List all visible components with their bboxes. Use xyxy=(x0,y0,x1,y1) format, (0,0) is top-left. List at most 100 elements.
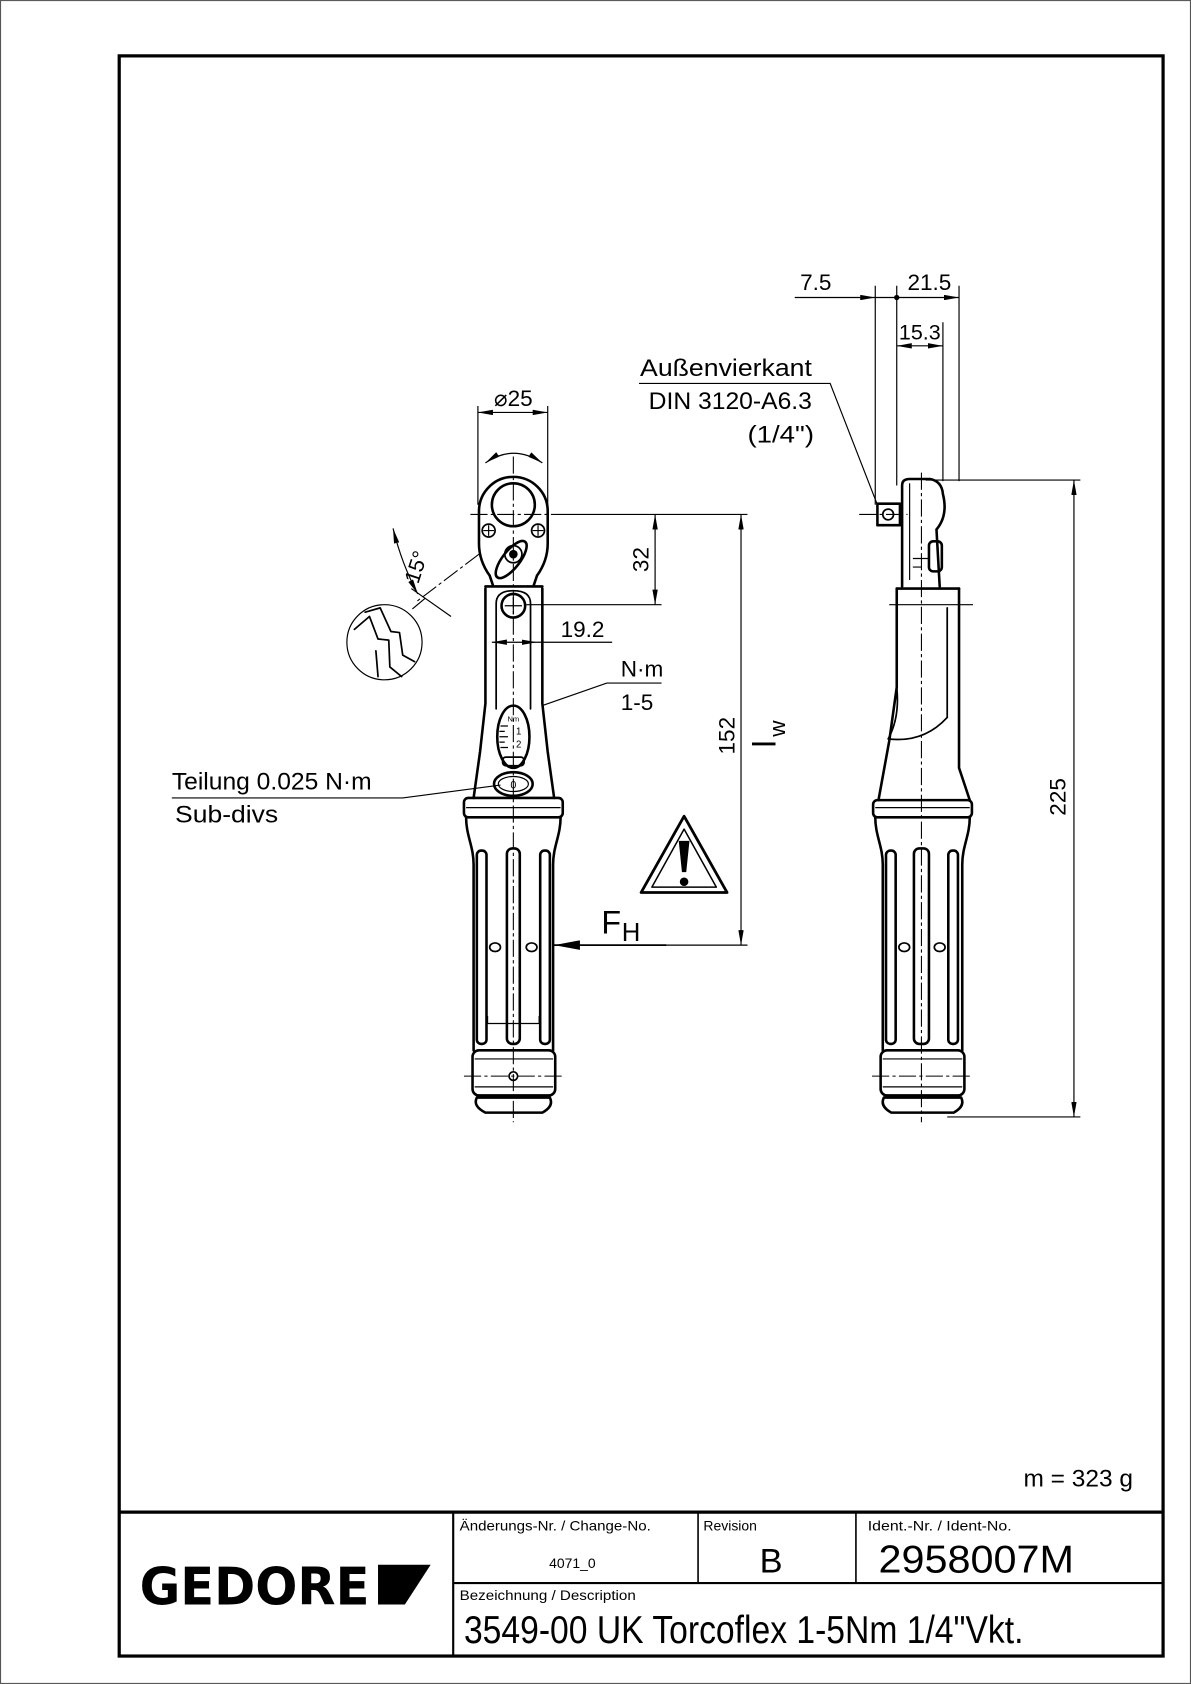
grip-collar xyxy=(462,796,565,819)
front-view: Nm 1 2 0 ⌀25 32 19.2 xyxy=(171,386,790,1123)
dimension-225-extension-lines xyxy=(925,479,1081,1118)
scale-badge xyxy=(501,756,525,767)
ident-no-label: Ident.-Nr. / Ident-No. xyxy=(868,1517,1012,1533)
scale-callout-leader xyxy=(542,682,662,707)
pivot-pin-cross xyxy=(504,597,522,615)
dimension-225-text: 225 xyxy=(1045,778,1070,816)
switch-angle-axis xyxy=(416,553,480,602)
scale-window xyxy=(495,704,531,770)
diameter-extension-lines xyxy=(477,405,549,505)
side-body-outline xyxy=(877,587,972,802)
grip-bracket xyxy=(486,1015,540,1025)
end-cap xyxy=(471,1049,557,1097)
switch-angle-arc xyxy=(392,528,419,595)
warning-exclamation-dot xyxy=(679,877,689,887)
grip-dot-left xyxy=(488,942,502,953)
subdivision-leader xyxy=(171,784,501,799)
side-grip-collar xyxy=(871,798,974,819)
head-screw-left xyxy=(481,523,496,538)
subdivision-label-en: Sub-divs xyxy=(175,803,278,829)
dimension-19-2-text: 19.2 xyxy=(561,617,605,642)
dimension-7-5-text: 7.5 xyxy=(800,270,831,295)
side-grip-slot-left xyxy=(884,849,897,1046)
head-screw-right xyxy=(530,523,546,538)
side-body-contour xyxy=(887,686,949,741)
square-drive-size: (1/4") xyxy=(747,422,814,448)
scale-window-mark-2: 2 xyxy=(516,739,521,750)
scale-window-unit: Nm xyxy=(508,715,520,724)
square-drive xyxy=(876,502,902,527)
pivot-pin xyxy=(500,592,527,619)
change-no-value: 4071_0 xyxy=(549,1555,596,1571)
revision-label: Revision xyxy=(703,1517,757,1533)
head-screw-left-cross xyxy=(483,525,495,536)
reversing-lever-knob xyxy=(503,544,523,564)
gedore-logo-text: GEDORE xyxy=(140,1557,370,1617)
body-inner-slot xyxy=(495,589,532,710)
mass-label: m = 323 g xyxy=(1023,1466,1133,1492)
scale-range-text: 1-5 xyxy=(621,690,654,715)
square-drive-bore xyxy=(490,482,537,528)
detail-tooth-profile xyxy=(353,607,416,678)
dimension-32-text: 32 xyxy=(629,547,654,572)
zero-window-inner xyxy=(497,775,529,793)
subdivision-label: Teilung 0.025 N·m xyxy=(172,769,372,795)
side-reversing-lever xyxy=(927,540,944,573)
description-label: Bezeichnung / Description xyxy=(460,1587,636,1603)
grip-dot-right xyxy=(525,942,538,953)
side-head-outline xyxy=(900,477,946,588)
revision-value: B xyxy=(760,1542,783,1580)
ident-no-value: 2958007M xyxy=(878,1538,1073,1581)
dimension-15-3-text: 15.3 xyxy=(899,320,941,344)
grip-slot-right xyxy=(538,849,552,1046)
warning-triangle-outer xyxy=(639,814,729,894)
end-button xyxy=(474,1096,553,1114)
side-lever-detail xyxy=(912,557,929,568)
side-end-button xyxy=(881,1096,964,1114)
hand-force-symbol: F xyxy=(601,904,621,940)
description-value: 3549-00 UK Torcoflex 1-5Nm 1/4"Vkt. xyxy=(464,1609,1024,1652)
square-drive-leader xyxy=(638,382,878,505)
square-drive-label: Außenvierkant xyxy=(640,356,812,382)
effective-length-symbol: l xyxy=(746,740,782,747)
change-no-label: Änderungs-Nr. / Change-No. xyxy=(460,1517,651,1533)
side-grip-outline xyxy=(873,816,972,1052)
side-end-cap-lines xyxy=(882,1058,963,1088)
side-extension-lines xyxy=(874,285,960,505)
side-grip-dot-right xyxy=(933,942,946,953)
scale-ticks xyxy=(499,725,508,749)
dimension-21-5-text: 21.5 xyxy=(907,270,951,295)
effective-length-subscript: w xyxy=(765,720,790,738)
square-drive-standard: DIN 3120-A6.3 xyxy=(649,389,812,415)
inner-frame xyxy=(117,54,1165,1658)
scale-unit-text: N·m xyxy=(621,657,664,682)
side-grip-dot-left xyxy=(898,942,911,953)
diameter-dimension-text: ⌀25 xyxy=(494,386,533,411)
end-cap-lines xyxy=(474,1058,554,1088)
detail-leader xyxy=(410,588,452,617)
side-view: 7.5 21.5 15.3 Außenvierkant DIN 3120-A6.… xyxy=(638,270,1081,1123)
warning-triangle-inner xyxy=(651,828,718,888)
side-grip-slot-middle xyxy=(912,847,931,1046)
side-end-cap xyxy=(879,1049,966,1097)
warning-triangle-icon xyxy=(639,814,729,894)
square-drive-ball xyxy=(881,508,895,521)
gedore-flag-icon xyxy=(378,1564,431,1605)
rotation-arrow-arc xyxy=(485,452,543,464)
detail-circle xyxy=(346,604,423,681)
zero-window-outer xyxy=(492,770,534,798)
side-grip-slot-right xyxy=(947,849,960,1046)
reversing-lever-knob-center xyxy=(509,549,518,559)
zero-window-value: 0 xyxy=(510,779,516,791)
head-screw-right-cross xyxy=(532,525,544,536)
grip-outline xyxy=(464,816,562,1052)
body-outline xyxy=(472,587,556,800)
end-cap-center-mark xyxy=(508,1070,519,1082)
dimension-152-text: 152 xyxy=(715,717,740,755)
warning-exclamation-bar xyxy=(678,840,690,873)
grip-slot-left xyxy=(475,849,488,1046)
grip-slot-middle xyxy=(505,847,522,1046)
